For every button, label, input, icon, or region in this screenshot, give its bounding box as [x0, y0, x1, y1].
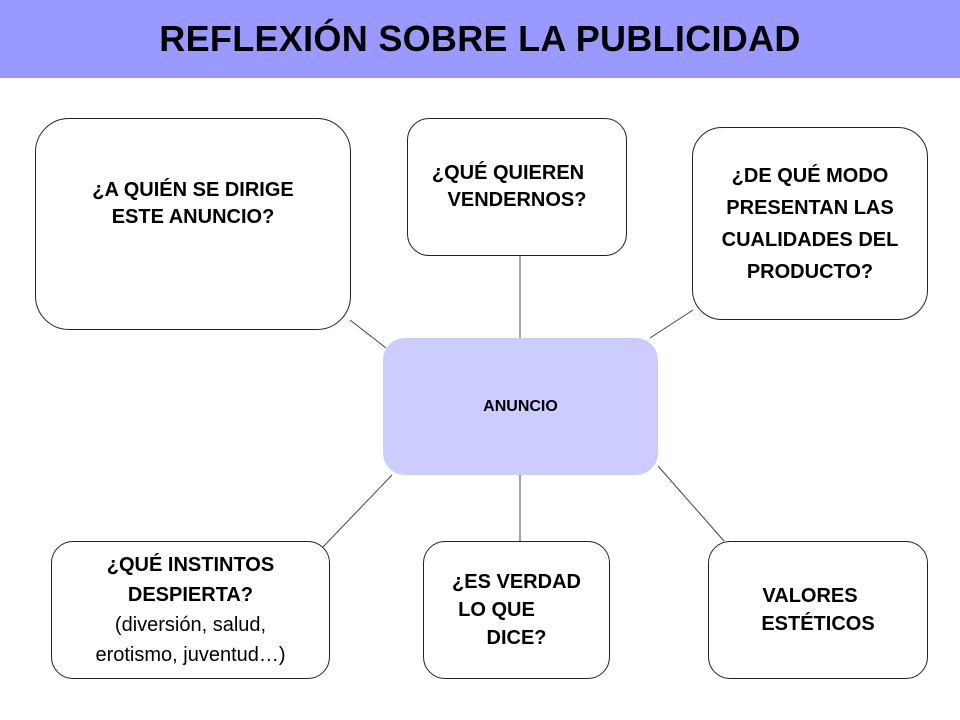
title-bar: REFLEXIÓN SOBRE LA PUBLICIDAD — [0, 0, 960, 78]
box-qualities-line-4: PRODUCTO? — [746, 260, 874, 283]
box-sell-line-2: VENDERNOS? — [447, 189, 587, 211]
box-qualities-line-1: ¿DE QUÉ MODO — [731, 164, 889, 187]
box-aesthetics-line-2: ESTÉTICOS — [761, 613, 875, 635]
connector-instincts — [321, 474, 393, 549]
connector-audience — [349, 319, 387, 349]
box-instincts-example-2: erotismo, juventud…) — [95, 644, 286, 666]
center-node-anuncio: ANUNCIO — [383, 338, 658, 475]
connector-aesthetics — [657, 465, 725, 542]
connector-qualities — [649, 309, 694, 339]
box-audience-line-2: ESTE ANUNCIO? — [111, 206, 275, 228]
box-instincts-question-1: ¿QUÉ INSTINTOS — [106, 554, 275, 576]
box-qualities-line-3: CUALIDADES DEL — [721, 228, 899, 251]
box-instincts: ¿QUÉ INSTINTOS DESPIERTA? (diversión, sa… — [51, 541, 330, 679]
box-qualities: ¿DE QUÉ MODO PRESENTAN LAS CUALIDADES DE… — [692, 127, 928, 320]
box-truth-line-1: ¿ES VERDAD — [452, 571, 581, 593]
box-aesthetics: VALORES ESTÉTICOS — [708, 541, 928, 679]
box-sell-line-1: ¿QUÉ QUIEREN — [431, 162, 585, 184]
box-truth: ¿ES VERDAD LO QUE DICE? — [423, 541, 610, 679]
box-truth-line-2: LO QUE — [458, 599, 535, 621]
box-instincts-example-1: (diversión, salud, — [114, 614, 267, 636]
box-truth-line-3: DICE? — [486, 627, 547, 649]
box-instincts-question-2: DESPIERTA? — [127, 584, 254, 606]
box-aesthetics-line-1: VALORES — [762, 585, 858, 607]
box-audience-line-1: ¿A QUIÉN SE DIRIGE — [92, 179, 294, 201]
box-qualities-line-2: PRESENTAN LAS — [726, 196, 894, 219]
box-sell: ¿QUÉ QUIEREN VENDERNOS? — [407, 118, 627, 256]
box-audience: ¿A QUIÉN SE DIRIGE ESTE ANUNCIO? — [35, 118, 351, 330]
page-title: REFLEXIÓN SOBRE LA PUBLICIDAD — [159, 18, 801, 59]
